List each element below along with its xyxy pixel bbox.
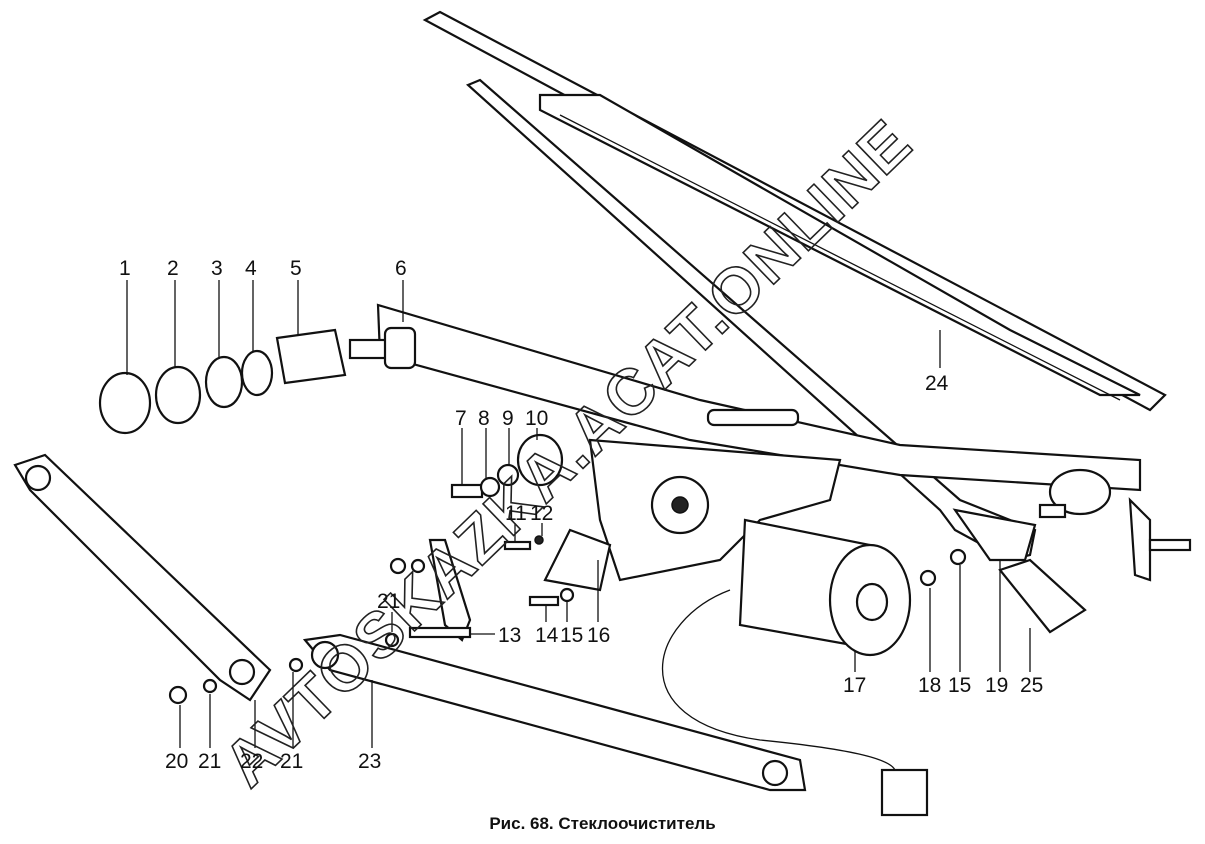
label-21a: 21 — [198, 750, 221, 773]
label-25: 25 — [1020, 674, 1043, 697]
label-15b: 15 — [948, 674, 971, 697]
label-13: 13 — [498, 624, 521, 647]
wiper-arm — [465, 78, 1037, 562]
label-11: 11 — [505, 502, 527, 525]
label-3: 3 — [211, 257, 223, 280]
label-17: 17 — [843, 674, 866, 697]
figure-caption: Рис. 68. Стеклоочиститель — [489, 814, 716, 833]
spindle — [348, 326, 417, 370]
right-pivot — [1038, 468, 1192, 582]
label-8: 8 — [478, 407, 490, 430]
label-2: 2 — [167, 257, 179, 280]
label-10: 10 — [525, 407, 548, 430]
label-1: 1 — [119, 257, 131, 280]
label-6: 6 — [395, 257, 407, 280]
motor — [662, 518, 929, 817]
label-22: 22 — [240, 750, 263, 773]
wiper-frame — [376, 303, 1142, 582]
label-23: 23 — [358, 750, 381, 773]
label-5: 5 — [290, 257, 302, 280]
label-12: 12 — [530, 502, 553, 525]
linkages — [13, 453, 807, 792]
leader-lines — [126, 280, 1031, 748]
label-18: 18 — [918, 674, 941, 697]
label-21b: 21 — [280, 750, 303, 773]
part-labels: 1 2 3 4 5 6 7 8 9 10 11 12 13 14 15 16 1… — [119, 257, 1043, 773]
label-16: 16 — [587, 624, 610, 647]
label-15: 15 — [560, 624, 583, 647]
label-4: 4 — [245, 257, 257, 280]
small-parts-center — [389, 433, 1087, 642]
label-7: 7 — [455, 407, 467, 430]
label-20: 20 — [165, 750, 188, 773]
small-parts-left — [98, 328, 347, 435]
wiper-blade — [422, 10, 1167, 412]
label-24: 24 — [925, 372, 949, 395]
label-14: 14 — [535, 624, 559, 647]
label-9: 9 — [502, 407, 514, 430]
label-19: 19 — [985, 674, 1008, 697]
label-21c: 21 — [377, 590, 400, 613]
